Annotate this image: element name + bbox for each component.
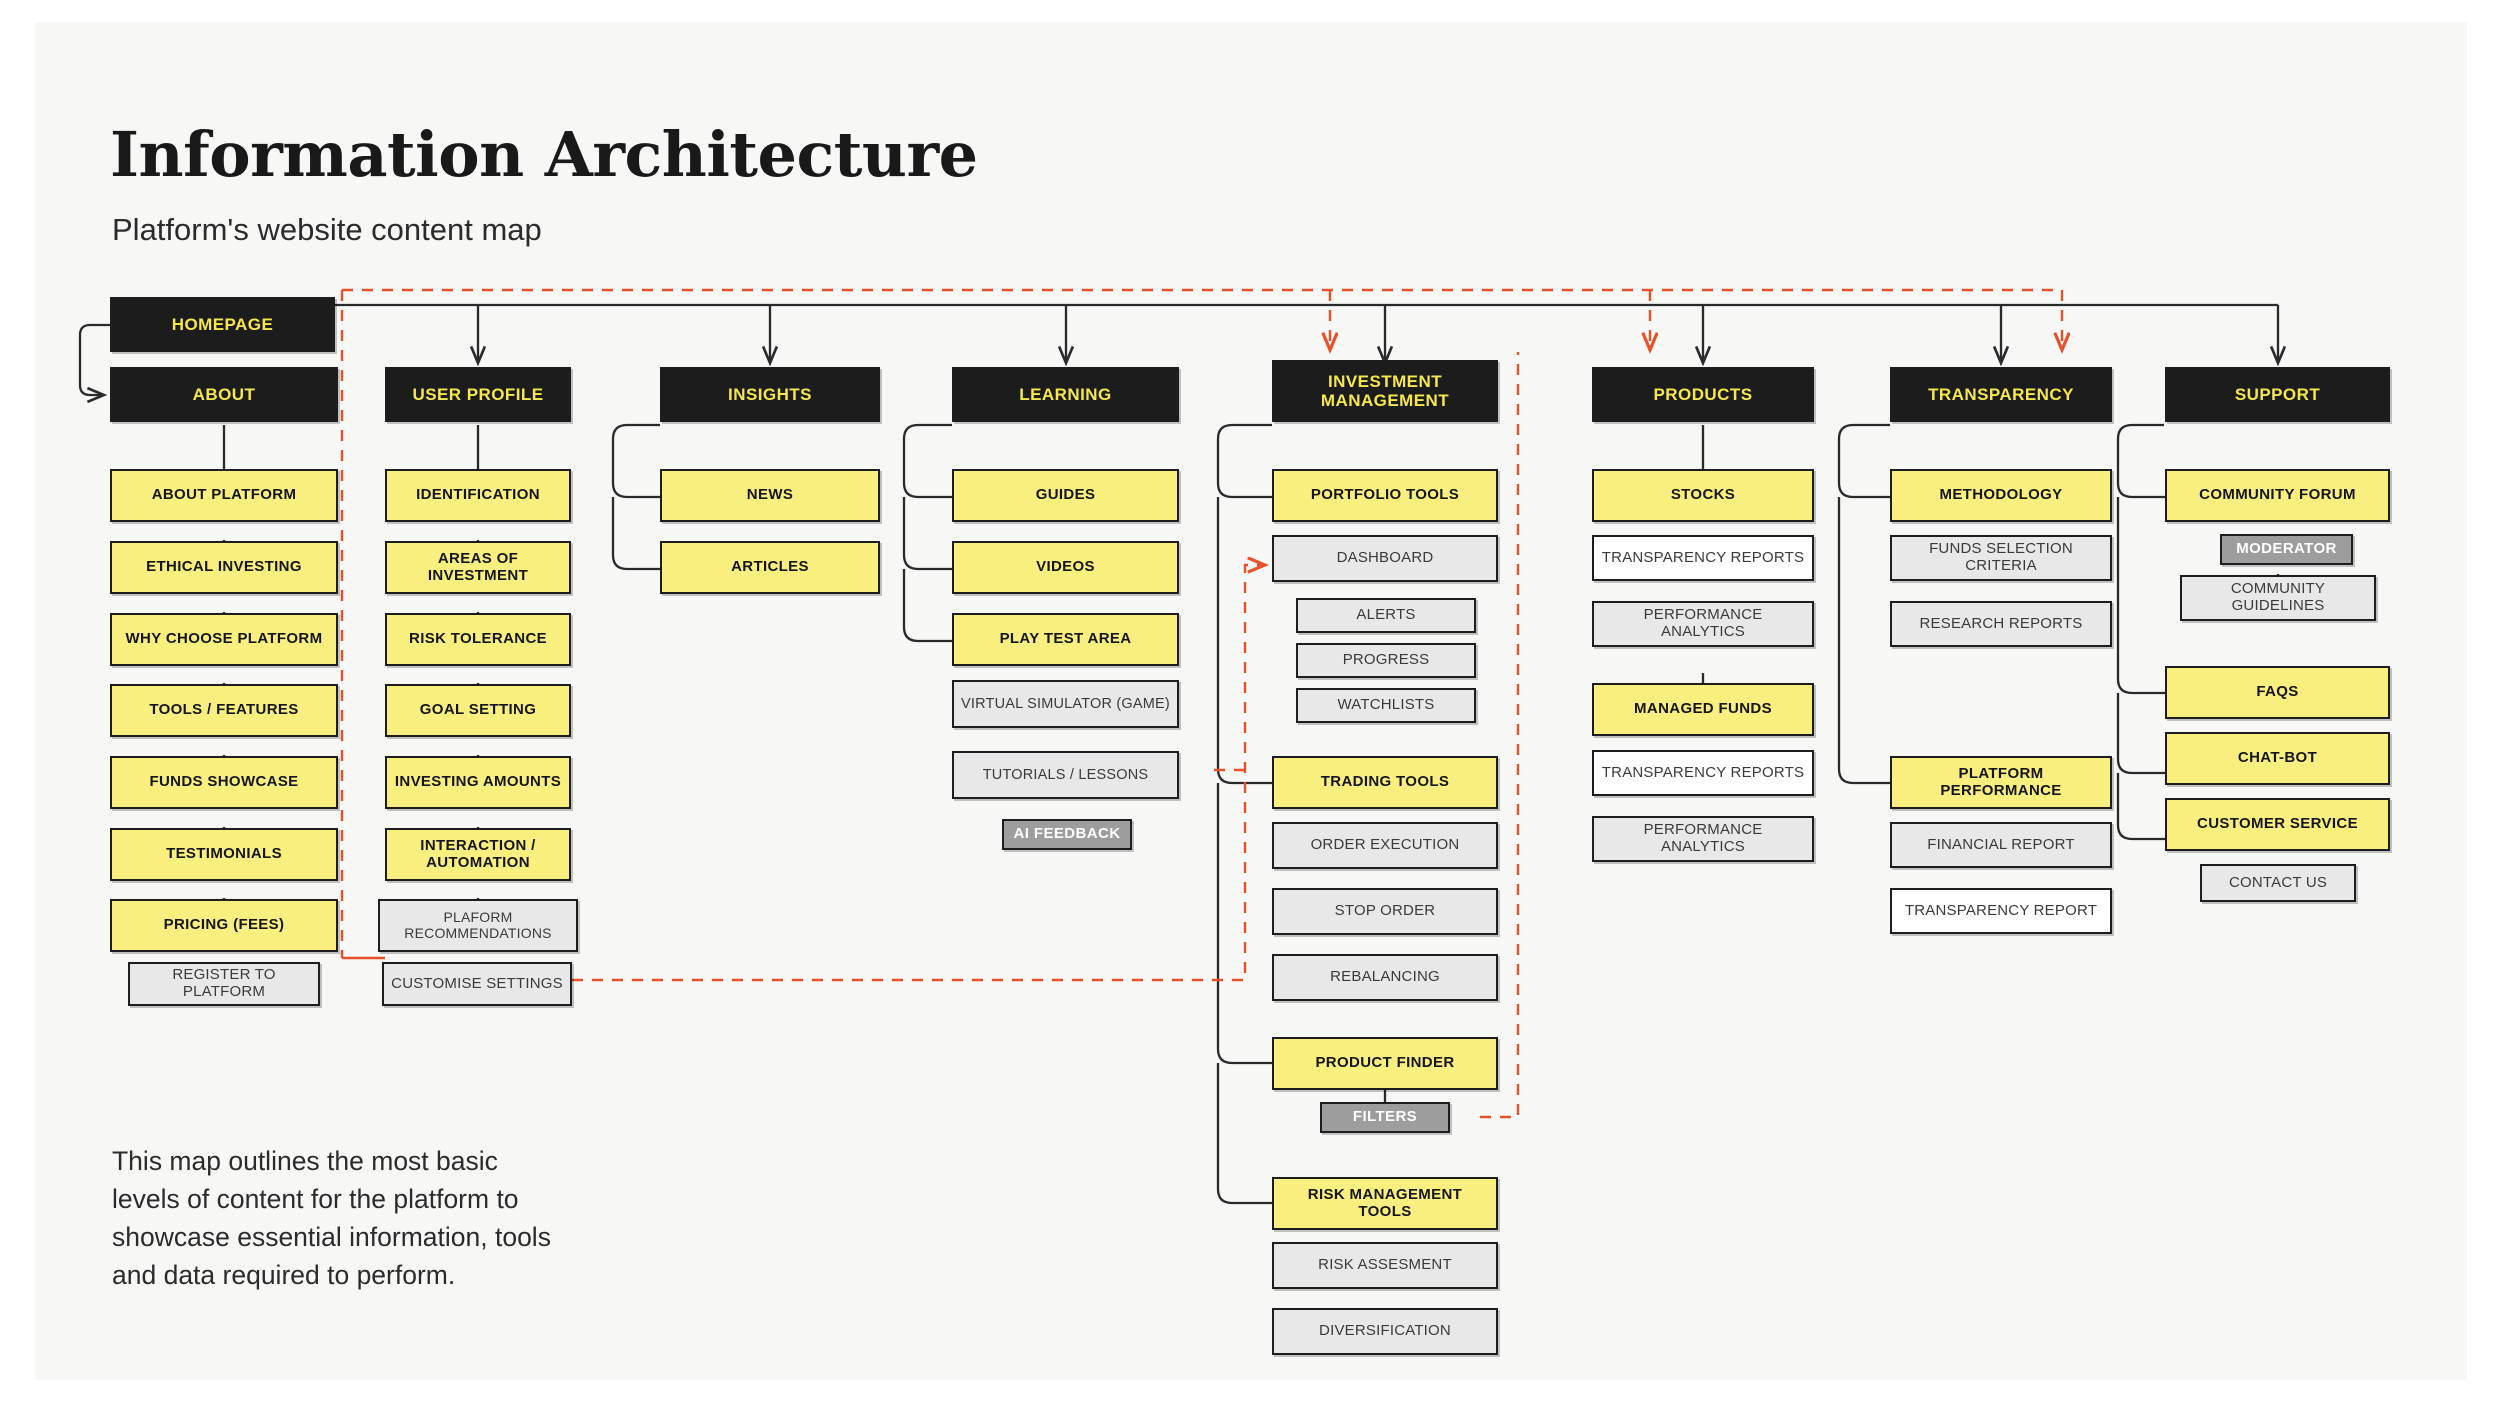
page-title: Information Architecture	[110, 118, 978, 191]
node-learning-2[interactable]: PLAY TEST AREA	[952, 613, 1179, 666]
header-insights[interactable]: INSIGHTS	[660, 367, 880, 422]
node-support-1[interactable]: MODERATOR	[2220, 534, 2353, 565]
node-products-5[interactable]: PERFORMANCE ANALYTICS	[1592, 816, 1814, 862]
node-investment-management-9[interactable]: PRODUCT FINDER	[1272, 1037, 1498, 1090]
node-support-4[interactable]: CHAT-BOT	[2165, 732, 2390, 785]
header-user-profile[interactable]: USER PROFILE	[385, 367, 571, 422]
header-line-1: INVESTMENT	[1327, 371, 1443, 391]
node-investment-management-0[interactable]: PORTFOLIO TOOLS	[1272, 469, 1498, 522]
page-subtitle: Platform's website content map	[112, 212, 542, 247]
node-user-profile-1[interactable]: AREAS OF INVESTMENT	[385, 541, 571, 594]
node-about-3[interactable]: TOOLS / FEATURES	[110, 684, 338, 737]
node-support-5[interactable]: CUSTOMER SERVICE	[2165, 798, 2390, 851]
node-user-profile-4[interactable]: INVESTING AMOUNTS	[385, 756, 571, 809]
node-investment-management-13[interactable]: DIVERSIFICATION	[1272, 1308, 1498, 1355]
node-products-4[interactable]: TRANSPARENCY REPORTS	[1592, 750, 1814, 796]
header-about[interactable]: ABOUT	[110, 367, 338, 422]
node-products-1[interactable]: TRANSPARENCY REPORTS	[1592, 535, 1814, 581]
header-transparency[interactable]: TRANSPARENCY	[1890, 367, 2112, 422]
node-investment-management-3[interactable]: PROGRESS	[1296, 643, 1476, 678]
node-transparency-2[interactable]: RESEARCH REPORTS	[1890, 601, 2112, 647]
header-investment-management[interactable]: INVESTMENT MANAGEMENT	[1272, 360, 1498, 422]
node-about-1[interactable]: ETHICAL INVESTING	[110, 541, 338, 594]
node-homepage[interactable]: HOMEPAGE	[110, 297, 335, 352]
node-products-0[interactable]: STOCKS	[1592, 469, 1814, 522]
node-investment-management-12[interactable]: RISK ASSESMENT	[1272, 1242, 1498, 1289]
node-about-2[interactable]: WHY CHOOSE PLATFORM	[110, 613, 338, 666]
node-investment-management-7[interactable]: STOP ORDER	[1272, 888, 1498, 935]
node-user-profile-6[interactable]: PLAFORM RECOMMENDATIONS	[378, 899, 578, 952]
node-user-profile-0[interactable]: IDENTIFICATION	[385, 469, 571, 522]
node-user-profile-7[interactable]: CUSTOMISE SETTINGS	[382, 962, 572, 1006]
node-transparency-5[interactable]: TRANSPARENCY REPORT	[1890, 888, 2112, 934]
node-learning-4[interactable]: TUTORIALS / LESSONS	[952, 751, 1179, 799]
node-products-2[interactable]: PERFORMANCE ANALYTICS	[1592, 601, 1814, 647]
node-transparency-3[interactable]: PLATFORM PERFORMANCE	[1890, 756, 2112, 809]
node-support-3[interactable]: FAQS	[2165, 666, 2390, 719]
node-investment-management-10[interactable]: FILTERS	[1320, 1102, 1450, 1133]
node-investment-management-5[interactable]: TRADING TOOLS	[1272, 756, 1498, 809]
node-learning-5[interactable]: AI FEEDBACK	[1002, 819, 1132, 850]
node-insights-1[interactable]: ARTICLES	[660, 541, 880, 594]
node-investment-management-6[interactable]: ORDER EXECUTION	[1272, 822, 1498, 869]
node-insights-0[interactable]: NEWS	[660, 469, 880, 522]
header-learning[interactable]: LEARNING	[952, 367, 1179, 422]
node-about-6[interactable]: PRICING (FEES)	[110, 899, 338, 952]
node-user-profile-5[interactable]: INTERACTION / AUTOMATION	[385, 828, 571, 881]
node-support-6[interactable]: CONTACT US	[2200, 864, 2356, 902]
node-investment-management-4[interactable]: WATCHLISTS	[1296, 688, 1476, 723]
node-about-0[interactable]: ABOUT PLATFORM	[110, 469, 338, 522]
node-about-5[interactable]: TESTIMONIALS	[110, 828, 338, 881]
node-support-0[interactable]: COMMUNITY FORUM	[2165, 469, 2390, 522]
header-line-2: MANAGEMENT	[1320, 391, 1450, 410]
node-investment-management-11[interactable]: RISK MANAGEMENT TOOLS	[1272, 1177, 1498, 1230]
node-about-4[interactable]: FUNDS SHOWCASE	[110, 756, 338, 809]
header-products[interactable]: PRODUCTS	[1592, 367, 1814, 422]
node-learning-0[interactable]: GUIDES	[952, 469, 1179, 522]
node-products-3[interactable]: MANAGED FUNDS	[1592, 683, 1814, 736]
node-learning-3[interactable]: VIRTUAL SIMULATOR (GAME)	[952, 680, 1179, 728]
node-investment-management-1[interactable]: DASHBOARD	[1272, 535, 1498, 582]
page-footnote: This map outlines the most basic levels …	[112, 1146, 551, 1290]
node-user-profile-2[interactable]: RISK TOLERANCE	[385, 613, 571, 666]
node-investment-management-8[interactable]: REBALANCING	[1272, 954, 1498, 1001]
node-support-2[interactable]: COMMUNITY GUIDELINES	[2180, 575, 2376, 621]
node-transparency-1[interactable]: FUNDS SELECTION CRITERIA	[1890, 535, 2112, 581]
node-transparency-4[interactable]: FINANCIAL REPORT	[1890, 822, 2112, 868]
node-about-7[interactable]: REGISTER TO PLATFORM	[128, 962, 320, 1006]
header-support[interactable]: SUPPORT	[2165, 367, 2390, 422]
node-transparency-0[interactable]: METHODOLOGY	[1890, 469, 2112, 522]
node-user-profile-3[interactable]: GOAL SETTING	[385, 684, 571, 737]
node-investment-management-2[interactable]: ALERTS	[1296, 598, 1476, 633]
node-learning-1[interactable]: VIDEOS	[952, 541, 1179, 594]
